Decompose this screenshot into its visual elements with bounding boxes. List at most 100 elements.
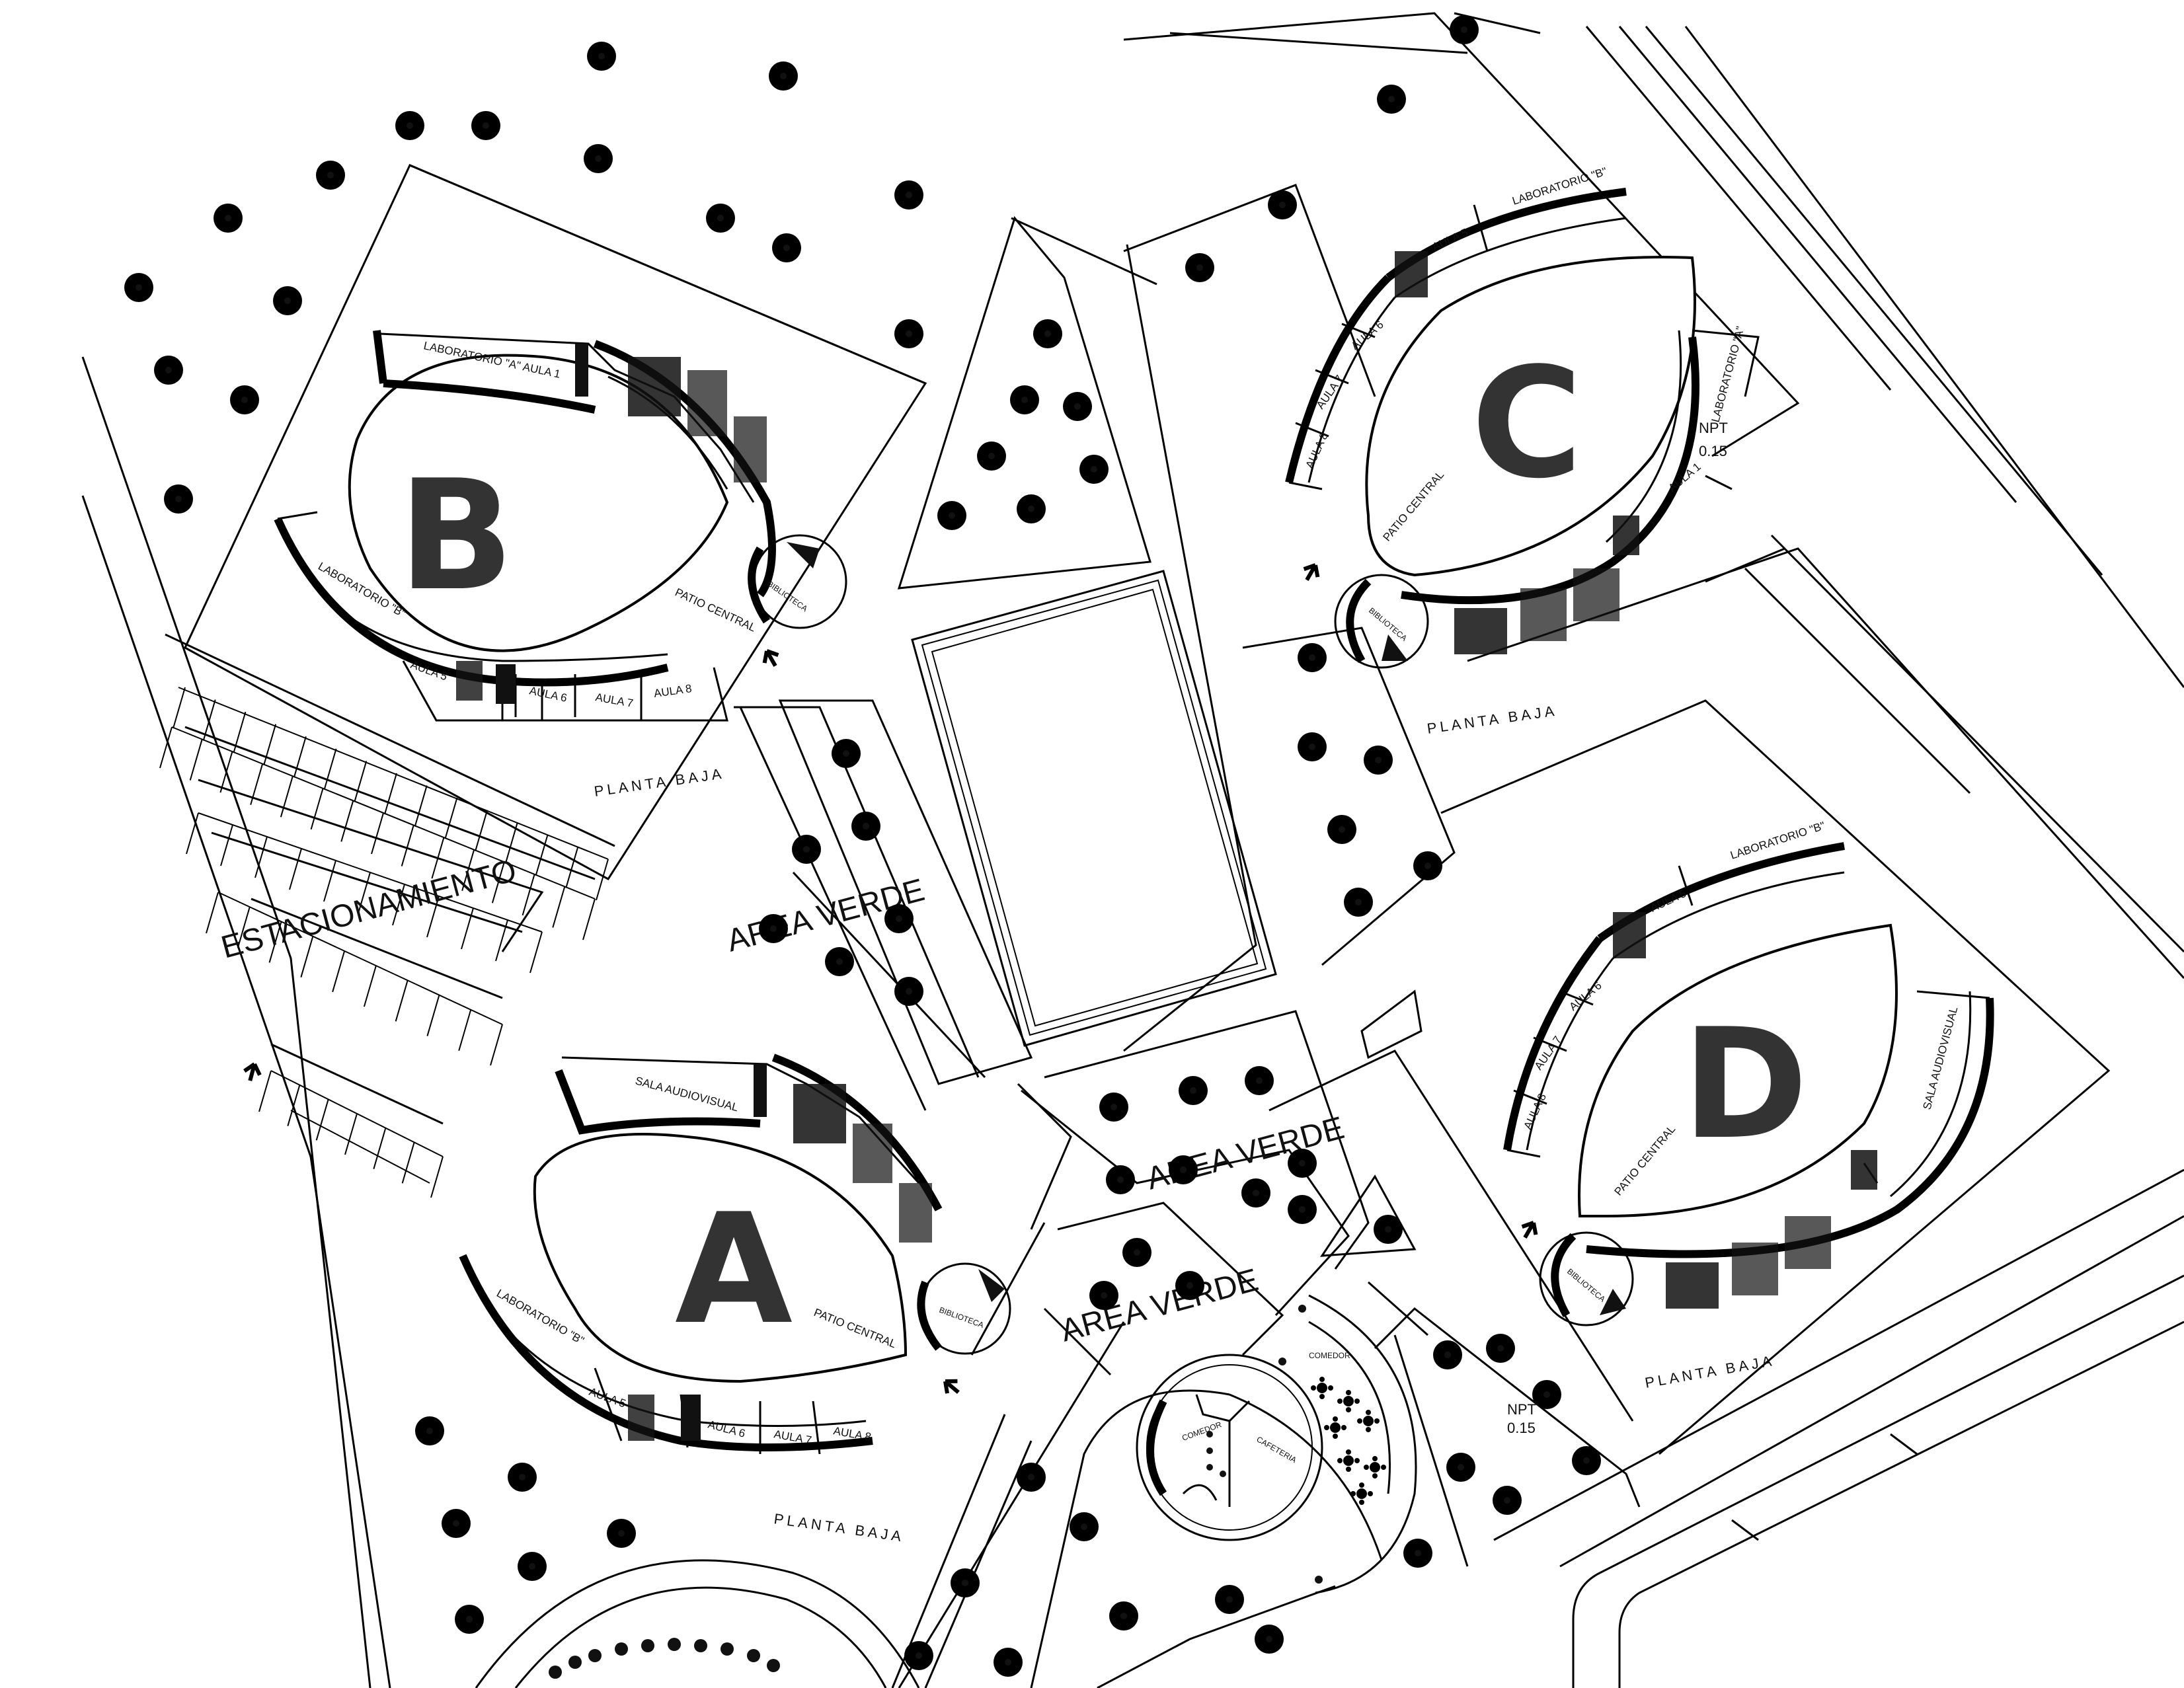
tree-icon (502, 1457, 542, 1497)
roundabout-planting (549, 1638, 780, 1679)
parking-stall-line (254, 836, 268, 878)
tree-icon (787, 829, 826, 869)
tree-icon (602, 1514, 641, 1553)
building-c: C PATIO CENTRAL LABORATORIO "B" AULA 5 A… (1285, 165, 1760, 737)
table-icon (1357, 1410, 1380, 1432)
tree-icon (1322, 810, 1362, 849)
tree-icon (1428, 1335, 1467, 1375)
building-b-level-label: PLANTA BAJA (593, 765, 725, 800)
building-d-letter: D (1682, 997, 1809, 1173)
parking-stall-line (186, 812, 199, 855)
parking-stall-line (392, 884, 405, 926)
tree-icon (1292, 727, 1332, 767)
sports-field (911, 570, 1277, 1047)
tree-icon (1236, 1173, 1276, 1213)
tree-icon (1398, 1533, 1438, 1573)
building-a-room-library: BIBLIOTECA (938, 1305, 985, 1330)
building-c-letter: C (1471, 336, 1583, 512)
tree-icon (932, 496, 972, 535)
tree-icon (1567, 1441, 1606, 1480)
tree-icon (1263, 185, 1302, 225)
parking-stall-line (535, 834, 549, 876)
tree-icon (701, 198, 740, 238)
tree-icon (988, 1642, 1028, 1682)
tree-icon (311, 155, 350, 195)
table-icon (1364, 1456, 1386, 1478)
round-building-label-dining: COMEDOR (1181, 1420, 1223, 1443)
parking-stall-line (461, 849, 475, 891)
parking-stall-line (522, 874, 535, 916)
tree-icon (1011, 1457, 1051, 1497)
parking-stall-line (340, 800, 354, 842)
tree-icon (1074, 449, 1114, 489)
tree-icon (512, 1547, 552, 1586)
tree-icon (846, 806, 886, 846)
parking-stall-line (258, 1070, 272, 1112)
building-b-room-aula-7: AULA 7 (594, 691, 634, 710)
parking-stall-line (289, 848, 302, 890)
north-arrow-icon (1518, 1219, 1541, 1242)
building-c-room-aula-8: AULA 8 (1303, 430, 1331, 470)
building-d-room-aula-8: AULA 8 (1521, 1091, 1549, 1131)
table-icon (1350, 1482, 1373, 1505)
tree-icon (149, 350, 188, 390)
tree-icon (1005, 380, 1044, 420)
tree-icon (972, 436, 1011, 476)
parking-stall-line (315, 1099, 329, 1141)
tree-icon (1239, 1061, 1279, 1100)
parking-stall-line (159, 726, 173, 769)
parking-stall-line (250, 763, 264, 805)
tree-icon (1339, 882, 1378, 922)
parking-stall-line (596, 859, 609, 901)
parking-stall-line (490, 1024, 503, 1066)
tree-icon (225, 380, 264, 420)
north-arrow-icon (760, 647, 783, 670)
parking-stall-line (280, 776, 293, 818)
parking-stall-line (293, 736, 307, 778)
table-icon (1337, 1449, 1360, 1472)
tree-icon (208, 198, 248, 238)
parking-stall-line (565, 847, 579, 888)
parking-stall-line (431, 837, 445, 879)
building-c-level-label: PLANTA BAJA (1426, 703, 1558, 737)
building-a-level-label: PLANTA BAJA (773, 1510, 905, 1545)
tree-icon (410, 1411, 449, 1451)
tree-icon (1372, 79, 1411, 119)
tree-icon (1180, 248, 1220, 288)
parking-stall-line (426, 896, 440, 938)
parking-stall-line (371, 812, 384, 855)
tree-icon (820, 942, 859, 981)
parking-stall-line (189, 739, 203, 781)
building-c-room-aula-5: AULA 5 (1430, 226, 1470, 254)
tree-icon (1487, 1480, 1527, 1520)
tree-icon (1011, 489, 1051, 529)
parking-stall-line (414, 785, 428, 827)
tree-icon (763, 56, 803, 96)
parking-stall-line (332, 950, 346, 993)
tree-icon (889, 314, 929, 354)
round-building-columns (1206, 1431, 1226, 1477)
parking-stall-line (354, 761, 368, 802)
building-b-patio-label: PATIO CENTRAL (673, 586, 758, 634)
north-arrow-icon (243, 1062, 262, 1083)
parking-stall-line (401, 825, 414, 866)
plaza-label-dining: COMEDOR (1309, 1351, 1350, 1360)
parking-stall-line (323, 748, 337, 790)
building-b-room-aula-8: AULA 8 (653, 682, 693, 700)
parking-stall-line (263, 724, 277, 765)
tree-icon (449, 1599, 489, 1639)
table-icon (1337, 1390, 1360, 1412)
tree-icon (1292, 638, 1332, 677)
tree-icon (1104, 1596, 1144, 1636)
parking-stall-line (373, 1128, 387, 1169)
building-a-room-aula-6: AULA 6 (707, 1418, 747, 1440)
tree-icon (390, 106, 430, 145)
tree-icon (1249, 1619, 1289, 1659)
building-d: D PATIO CENTRAL LABORATORIO "B" AULA 5 A… (1503, 820, 1994, 1391)
parking-stall-line (173, 687, 186, 729)
parking-stall-line (401, 1142, 415, 1184)
tree-icon (826, 734, 866, 773)
tree-icon (1101, 1160, 1140, 1200)
tree-icon (1441, 1447, 1481, 1487)
